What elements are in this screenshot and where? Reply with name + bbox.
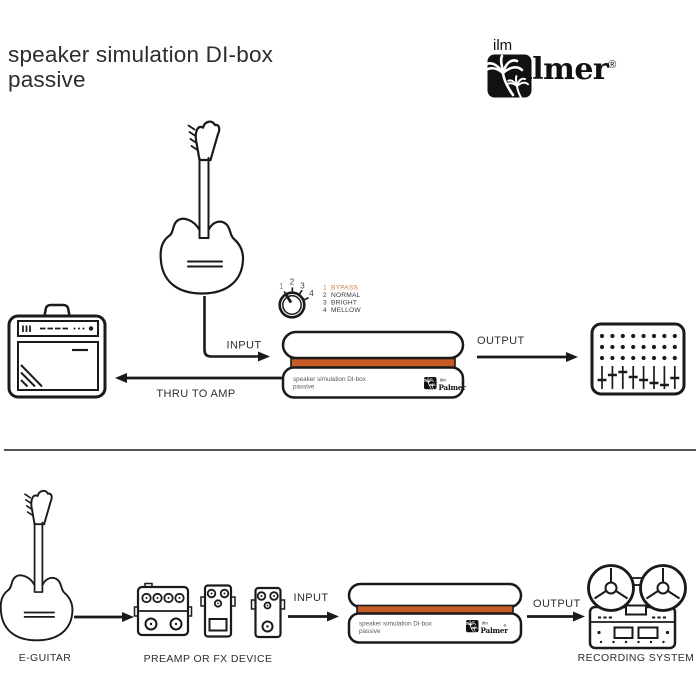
di-box-bottom-brand-name: Palmer <box>481 626 509 635</box>
di-box-bottom-label-line1: speaker simulation DI-box <box>359 621 433 628</box>
di-box-label-line1: speaker simulation DI-box <box>293 376 367 383</box>
thru-to-amp-label: THRU TO AMP <box>156 388 235 400</box>
di-box-brand-reg: ® <box>462 380 465 385</box>
knob-pos-3: 3 <box>300 282 305 291</box>
di-box-bottom-brand-reg: ® <box>504 623 507 628</box>
di-box-bottom-brand-pre: ilm <box>482 621 488 626</box>
tape-reel-left <box>587 564 635 612</box>
output-label-bottom: OUTPUT <box>533 598 581 610</box>
knob-pos-4: 4 <box>309 289 314 298</box>
output-label-top: OUTPUT <box>477 335 525 347</box>
fx-pedal-small <box>250 586 286 639</box>
amp-speaker-grille <box>17 341 99 391</box>
knob-pos-2: 2 <box>290 278 295 287</box>
amp-power-light <box>88 326 94 331</box>
page-title: speaker simulation DI-box passive <box>8 42 273 92</box>
di-box-brand-name: Palmer <box>439 383 467 392</box>
electric-guitar-top <box>159 120 245 295</box>
fx-pedal-large <box>133 582 193 637</box>
registered-mark: ® <box>608 59 616 71</box>
input-label-top: INPUT <box>227 340 262 352</box>
recording-system <box>587 564 687 650</box>
eguitar-label: E-GUITAR <box>19 652 72 664</box>
brand-logo: ilm Palmer® <box>487 37 616 98</box>
mixing-console <box>590 322 686 396</box>
input-cable-arrow <box>203 296 270 362</box>
di-box-brand-pre: ilm <box>440 378 446 383</box>
di-box-brand-logo: ilm Palmer ® <box>422 377 467 392</box>
knob-pos-1: 1 <box>279 282 284 291</box>
input-label-bottom: INPUT <box>294 592 329 604</box>
recording-system-label: RECORDING SYSTEM <box>578 652 695 664</box>
page-title-line1: speaker simulation DI-box <box>8 42 274 67</box>
di-box-bottom-label-line2: passive <box>359 628 381 635</box>
amp-control-panel <box>17 320 99 337</box>
di-box-bottom: speaker simulation DI-box passive ilm Pa… <box>347 582 523 644</box>
electric-guitar-bottom <box>0 489 74 642</box>
amp-handle <box>42 303 72 319</box>
di-box-bottom-brand-logo: ilm Palmer ® <box>464 620 509 635</box>
di-box-top: speaker simulation DI-box passive ilm Pa… <box>281 330 467 399</box>
mode-knob: 1 2 3 4 <box>278 278 314 319</box>
mixer-faders <box>597 366 680 389</box>
di-box-stripe <box>290 357 456 369</box>
brand-pre-text: ilm <box>493 37 513 54</box>
palm-tree-icon <box>487 54 532 98</box>
mixer-knobs <box>599 333 677 361</box>
guitar-amplifier <box>7 303 107 399</box>
tape-reel-right <box>639 564 687 612</box>
preamp-label: PREAMP OR FX DEVICE <box>144 653 273 665</box>
di-box-label-line2: passive <box>293 384 315 391</box>
page-title-line2: passive <box>8 67 86 92</box>
recorder-buttons <box>599 640 665 644</box>
fx-pedal-medium <box>200 584 236 638</box>
